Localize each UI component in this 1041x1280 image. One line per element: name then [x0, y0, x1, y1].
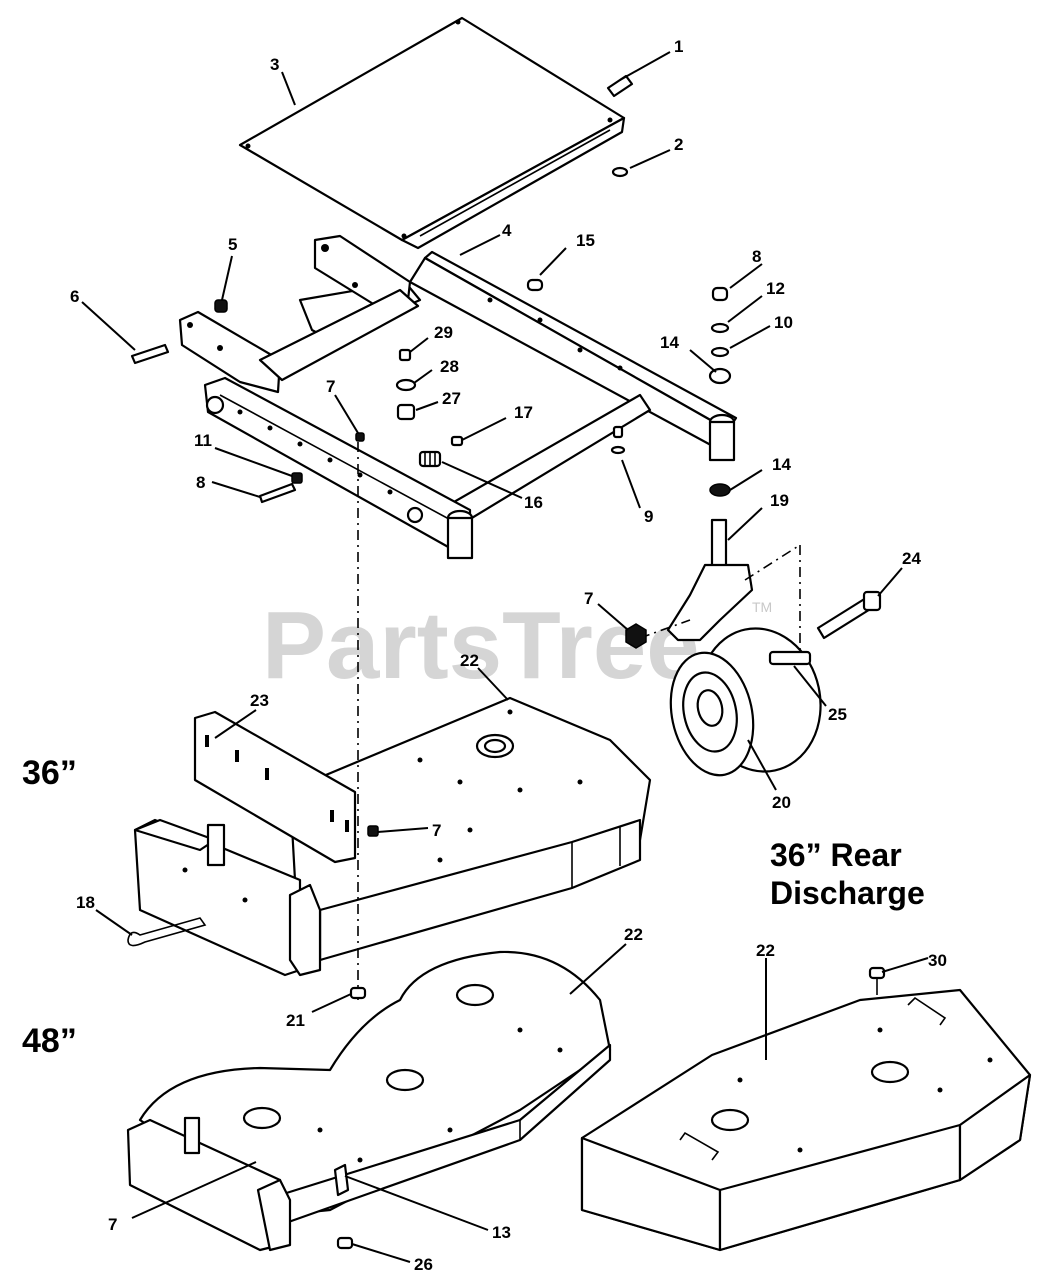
- cover-plate: [238, 16, 626, 250]
- callout-7-caster: 7: [584, 589, 593, 608]
- callout-15: 15: [576, 231, 595, 250]
- callout-30: 30: [928, 951, 947, 970]
- callout-21: 21: [286, 1011, 305, 1030]
- callout-24: 24: [902, 549, 921, 568]
- deck-rear-bolt: [868, 966, 886, 995]
- callout-25: 25: [828, 705, 847, 724]
- callout-12: 12: [766, 279, 785, 298]
- deck-36-bolt: [349, 986, 367, 1000]
- deck-48: [126, 950, 612, 1252]
- callout-19: 19: [770, 491, 789, 510]
- callout-4: 4: [502, 221, 512, 240]
- callout-6: 6: [70, 287, 79, 306]
- callout-7-deck36: 7: [432, 821, 441, 840]
- caster-fork: [666, 518, 754, 642]
- callout-labels: 1 2 3 4 5 6 7 7 7 7 8 8 9 10 11 12 13 14…: [70, 37, 947, 1274]
- watermark-trademark: TM: [752, 599, 772, 615]
- size-label-36: 36”: [22, 754, 77, 792]
- callout-10: 10: [774, 313, 793, 332]
- callout-17: 17: [514, 403, 533, 422]
- callout-3: 3: [270, 55, 279, 74]
- callout-14-lower: 14: [772, 455, 791, 474]
- callout-23: 23: [250, 691, 269, 710]
- rear-discharge-line2: Discharge: [770, 875, 925, 911]
- rear-discharge-line1: 36” Rear: [770, 837, 902, 873]
- deck-36-nut: [367, 825, 379, 837]
- callout-14-upper: 14: [660, 333, 679, 352]
- deck-36: [133, 696, 652, 977]
- callout-22-deck48: 22: [624, 925, 643, 944]
- callout-7-deck48: 7: [108, 1215, 117, 1234]
- callout-13: 13: [492, 1223, 511, 1242]
- front-axle-frame: [178, 234, 738, 560]
- callout-22-rear: 22: [756, 941, 775, 960]
- callout-16: 16: [524, 493, 543, 512]
- wheel-spacer: [768, 650, 812, 666]
- callout-8-left: 8: [196, 473, 205, 492]
- axle-bolt: [816, 590, 882, 640]
- caster-locknut: [625, 623, 647, 649]
- caster-centerline: [639, 619, 691, 639]
- callout-28: 28: [440, 357, 459, 376]
- callout-29: 29: [434, 323, 453, 342]
- deck-rear-discharge: [580, 988, 1032, 1252]
- deck-48-bracket: [333, 1163, 350, 1197]
- watermark-brand: PartsTree: [262, 592, 700, 699]
- callout-11: 11: [194, 431, 212, 450]
- callout-20: 20: [772, 793, 791, 812]
- callout-5: 5: [228, 235, 237, 254]
- callout-18: 18: [76, 893, 95, 912]
- callout-7-frame: 7: [326, 377, 335, 396]
- frame-hardware: [130, 278, 732, 504]
- size-label-48: 48”: [22, 1022, 77, 1060]
- callout-2: 2: [674, 135, 683, 154]
- callout-22-deck36: 22: [460, 651, 479, 670]
- callout-26: 26: [414, 1255, 433, 1274]
- deck-48-bolt: [336, 1236, 354, 1250]
- cover-nut: [611, 166, 629, 178]
- callout-8-right: 8: [752, 247, 761, 266]
- callout-27: 27: [442, 389, 461, 408]
- callout-leaders: [81, 51, 929, 1263]
- axle-centerline-top: [744, 544, 801, 581]
- deck-hook: [127, 917, 207, 947]
- callout-1: 1: [674, 37, 683, 56]
- callout-9: 9: [644, 507, 653, 526]
